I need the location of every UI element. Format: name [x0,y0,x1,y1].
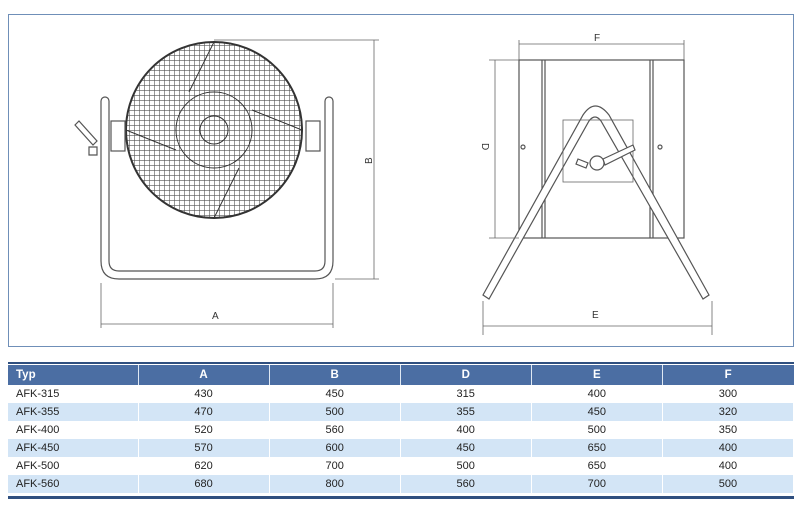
side-stand [482,105,710,300]
cell-e: 700 [531,475,663,493]
cell-a: 680 [138,475,270,493]
cell-f: 400 [662,439,795,457]
cell-d: 450 [400,439,532,457]
header-a: A [138,365,270,385]
header-e: E [531,365,663,385]
front-view [74,39,379,328]
cell-e: 650 [531,439,663,457]
cell-a: 570 [138,439,270,457]
cell-e: 400 [531,385,663,403]
technical-drawing: A B F D E [8,14,794,347]
cell-e: 650 [531,457,663,475]
cell-b: 600 [269,439,401,457]
cell-d: 500 [400,457,532,475]
cell-d: 400 [400,421,532,439]
header-f: F [724,369,732,381]
cell-typ: AFK-560 [8,475,139,493]
stand-frame [100,96,334,280]
dim-label-d: D [479,143,490,150]
cell-d: 355 [400,403,532,421]
cell-a: 620 [138,457,270,475]
cell-f: 350 [662,421,795,439]
table-bottom-rule [8,496,794,499]
fan-grille [125,41,303,219]
dim-label-a: A [212,311,219,322]
table-header-row: Typ A B D E F [8,365,794,385]
cell-a: 470 [138,403,270,421]
side-view [482,40,713,335]
cell-b: 500 [269,403,401,421]
right-bracket [305,120,321,152]
header-b: B [269,365,401,385]
cell-d: 315 [400,385,532,403]
dim-label-f: F [594,33,600,44]
cell-f: 320 [662,403,795,421]
cell-e: 450 [531,403,663,421]
cell-d: 560 [400,475,532,493]
dim-label-e: E [592,310,599,321]
header-d: D [400,365,532,385]
cell-b: 560 [269,421,401,439]
cell-f: 500 [662,475,795,493]
cell-typ: AFK-315 [8,385,139,403]
cell-typ: AFK-450 [8,439,139,457]
fan-drawing-svg: A B F D E [74,33,713,335]
cell-b: 450 [269,385,401,403]
header-typ: Typ [8,365,139,385]
left-bracket [110,120,126,152]
cell-f: 400 [662,457,795,475]
cell-e: 500 [531,421,663,439]
fan-housing [518,59,685,239]
cell-a: 520 [138,421,270,439]
cell-typ: AFK-400 [8,421,139,439]
cell-b: 700 [269,457,401,475]
dim-label-b: B [364,157,375,164]
cell-typ: AFK-500 [8,457,139,475]
cell-typ: AFK-355 [8,403,139,421]
cell-b: 800 [269,475,401,493]
cell-f: 300 [662,385,795,403]
tilt-handle [74,120,98,156]
table-top-rule [8,362,794,364]
cell-a: 430 [138,385,270,403]
